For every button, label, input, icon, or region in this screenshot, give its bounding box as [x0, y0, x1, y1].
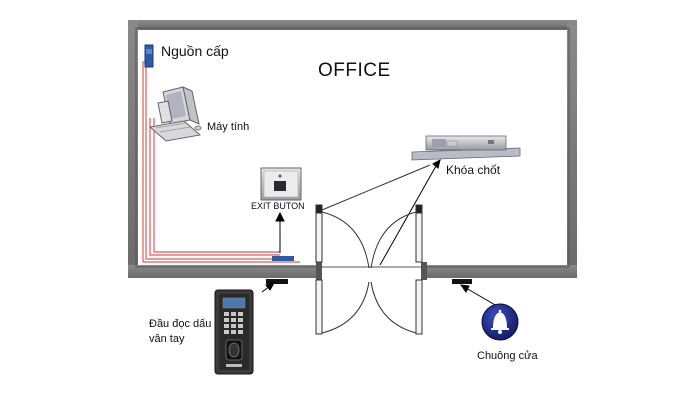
exit-button-arrow [275, 211, 285, 253]
door-frame [316, 262, 427, 280]
doorbell-icon [481, 303, 519, 341]
computer-icon [148, 86, 202, 142]
double-door [315, 164, 431, 335]
exit-button-label: EXIT BUTON [251, 201, 305, 211]
computer-label: Máy tính [207, 121, 250, 133]
reader-label-line2: vân tay [149, 333, 185, 345]
lock-arrow [379, 158, 441, 266]
power-supply-label: Nguồn cấp [161, 43, 229, 59]
doorbell-arrow [459, 284, 498, 307]
electric-lock-icon [411, 135, 521, 161]
reader-arrow [261, 282, 276, 293]
lock-label: Khóa chốt [446, 163, 501, 177]
office-walls [128, 20, 577, 278]
exit-button-icon [260, 167, 302, 201]
reader-label-line1: Đầu đọc dấu [149, 318, 212, 330]
reader-mount [266, 279, 288, 284]
room-label: OFFICE [318, 60, 391, 81]
fingerprint-reader-icon [214, 289, 254, 375]
power-supply-icon [144, 44, 154, 68]
doorbell-label: Chuông cửa [477, 350, 538, 362]
exit-button-mount [272, 256, 294, 261]
doorbell-mount [452, 279, 472, 284]
